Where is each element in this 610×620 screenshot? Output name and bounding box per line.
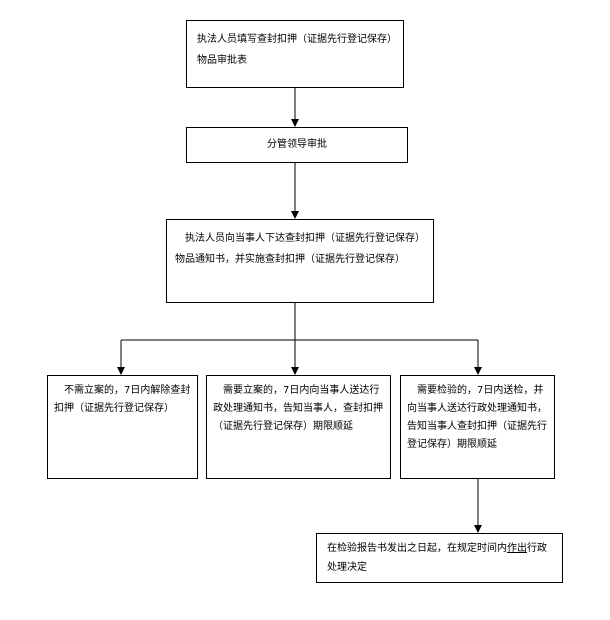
step-leader-approval: 分管领导审批 xyxy=(186,127,408,163)
branch-no-case-release-text: 不需立案的，7日内解除查封扣押（证据先行登记保存） xyxy=(54,385,191,414)
final-decision-text-underlined: 作出 xyxy=(507,543,527,554)
step-issue-notice: 执法人员向当事人下达查封扣押（证据先行登记保存）物品通知书，并实施查封扣押（证据… xyxy=(166,219,434,303)
branch-inspection-text: 需要检验的，7日内送检，并向当事人送达行政处理通知书，告知当事人查封扣押（证据先… xyxy=(407,385,547,450)
branch-case-filing: 需要立案的，7日内向当事人送达行政处理通知书，告知当事人，查封扣押（证据先行登记… xyxy=(206,375,391,479)
step-leader-approval-text: 分管领导审批 xyxy=(267,139,327,150)
step-issue-notice-text: 执法人员向当事人下达查封扣押（证据先行登记保存）物品通知书，并实施查封扣押（证据… xyxy=(175,233,425,265)
final-decision-text-before: 在检验报告书发出之日起，在规定时间内 xyxy=(327,543,507,554)
branch-no-case-release: 不需立案的，7日内解除查封扣押（证据先行登记保存） xyxy=(47,375,198,479)
step-final-decision: 在检验报告书发出之日起，在规定时间内作出行政处理决定 xyxy=(316,533,563,583)
branch-case-filing-text: 需要立案的，7日内向当事人送达行政处理通知书，告知当事人，查封扣押（证据先行登记… xyxy=(213,385,383,432)
branch-inspection: 需要检验的，7日内送检，并向当事人送达行政处理通知书，告知当事人查封扣押（证据先… xyxy=(400,375,555,479)
step-fill-approval-form: 执法人员填写查封扣押（证据先行登记保存）物品审批表 xyxy=(186,20,404,88)
step-fill-approval-form-text: 执法人员填写查封扣押（证据先行登记保存）物品审批表 xyxy=(197,34,392,66)
final-decision-text-after: 行政处理决定 xyxy=(327,543,547,573)
